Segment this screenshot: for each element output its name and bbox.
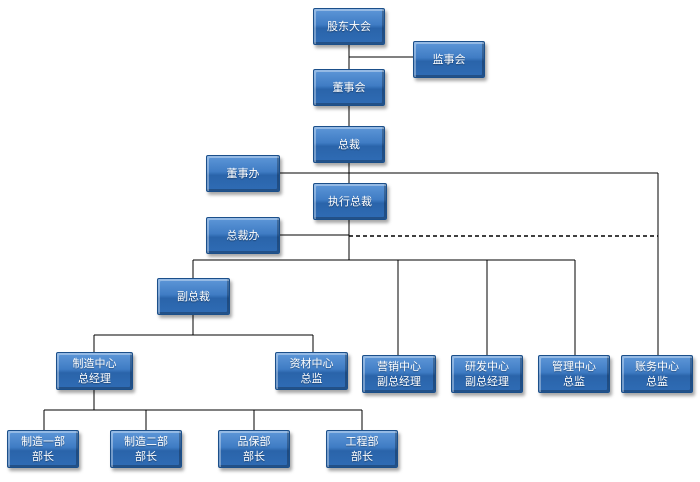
node-vice-president: 副总裁 [157,278,230,315]
node-board-office: 董事办 [206,155,280,192]
node-label-line1: 营销中心 [377,360,421,373]
node-shareholders-meeting: 股东大会 [313,8,385,45]
node-label: 董事会 [332,81,366,94]
node-label-line2: 总监 [300,372,323,385]
node-label-line2: 部长 [32,450,54,463]
node-label-line2: 副总经理 [465,375,509,388]
node-label: 股东大会 [327,20,371,33]
node-materials-center: 资材中心 总监 [275,352,348,390]
node-label-line2: 部长 [351,450,373,463]
node-label-line2: 总监 [646,375,668,388]
node-label-line2: 总经理 [78,372,111,385]
node-label: 董事办 [226,167,260,180]
node-label-line1: 品保部 [237,435,271,448]
node-label-line1: 账务中心 [635,360,679,373]
node-label: 副总裁 [177,290,210,303]
node-label: 执行总裁 [328,195,372,208]
node-quality-dept: 品保部 部长 [218,430,290,468]
node-rd-center: 研发中心 副总经理 [451,355,523,393]
node-manufacturing-dept-1: 制造一部 部长 [7,430,79,468]
node-label-line2: 总监 [563,375,585,388]
node-manufacturing-center: 制造中心 总经理 [56,352,133,390]
node-label-line1: 制造二部 [124,435,168,448]
node-label-line1: 研发中心 [465,360,509,373]
node-label-line1: 管理中心 [552,360,596,373]
node-label-line2: 副总经理 [377,375,421,388]
node-label: 总裁 [338,138,360,151]
node-supervisory-board: 监事会 [413,41,485,78]
node-label-line1: 资材中心 [289,357,334,370]
node-manufacturing-dept-2: 制造二部 部长 [110,430,182,468]
node-marketing-center: 营销中心 副总经理 [362,355,436,393]
node-label-line1: 制造一部 [21,435,65,448]
node-executive-president: 执行总裁 [313,183,387,220]
node-label-line2: 部长 [135,450,157,463]
node-label-line2: 部长 [243,450,265,463]
node-board-of-directors: 董事会 [313,69,385,106]
node-president-office: 总裁办 [206,217,280,254]
node-label-line1: 制造中心 [72,357,117,370]
node-president: 总裁 [313,126,385,163]
node-finance-center: 账务中心 总监 [621,355,693,393]
node-label-line1: 工程部 [345,435,379,448]
node-label: 监事会 [432,53,466,66]
node-management-center: 管理中心 总监 [538,355,610,393]
node-engineering-dept: 工程部 部长 [326,430,398,468]
node-label: 总裁办 [226,229,260,242]
